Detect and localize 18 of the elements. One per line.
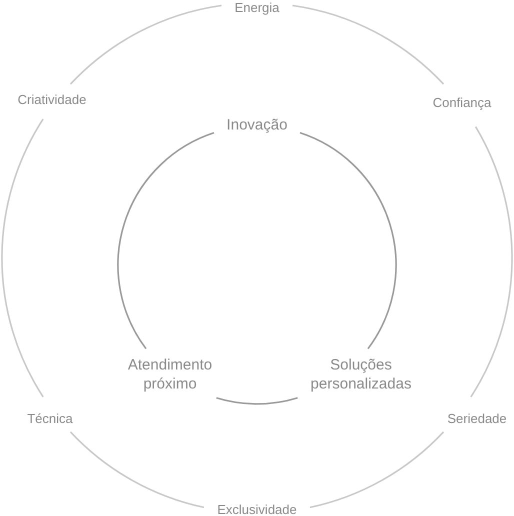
ring-label: Atendimento próximo bbox=[115, 356, 225, 394]
ring-arc bbox=[292, 4, 444, 85]
ring-label: Técnica bbox=[27, 410, 73, 428]
ring-arc bbox=[2, 118, 44, 398]
ring-label: Seriedade bbox=[447, 410, 507, 428]
ring-arc bbox=[470, 126, 513, 398]
ring-label: Soluções personalizadas bbox=[296, 356, 426, 394]
ring-arc bbox=[117, 132, 214, 350]
ring-arc bbox=[216, 397, 298, 405]
ring-label: Energia bbox=[234, 0, 280, 16]
ring-arc bbox=[70, 431, 204, 508]
ring-label: Confiança bbox=[432, 94, 492, 112]
ring-label: Inovação bbox=[226, 116, 288, 136]
ring-label: Exclusividade bbox=[217, 502, 297, 516]
ring-arc bbox=[70, 4, 222, 85]
ring-arc bbox=[300, 132, 397, 350]
ring-label: Criatividade bbox=[18, 92, 86, 108]
ring-arc bbox=[310, 431, 444, 508]
